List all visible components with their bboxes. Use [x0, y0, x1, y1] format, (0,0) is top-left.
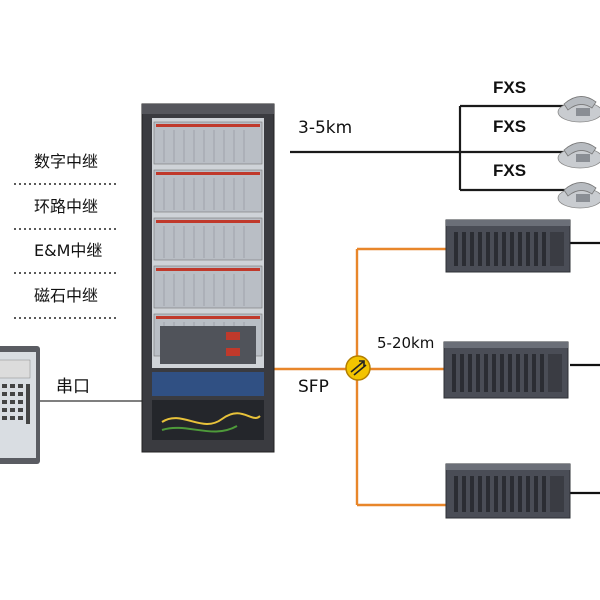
- distance-sfp-label: 5-20km: [377, 334, 435, 352]
- trunk-separators: [14, 183, 116, 319]
- access-unit-icon: [443, 341, 569, 399]
- access-unit-icon: [445, 463, 571, 519]
- output-stubs: [570, 241, 600, 495]
- access-unit-icon: [445, 219, 571, 273]
- operator-console-icon: [0, 346, 40, 464]
- sfp-label: SFP: [298, 377, 329, 397]
- fxs-label: FXS: [493, 161, 527, 180]
- telephone-icon: [557, 182, 600, 209]
- trunk-label-em: E&M中继: [34, 241, 103, 260]
- trunk-label-magneto: 磁石中继: [34, 286, 99, 305]
- trunk-label-loop: 环路中继: [34, 197, 99, 216]
- fxs-label: FXS: [493, 117, 527, 136]
- fxs-label: FXS: [493, 78, 527, 97]
- distance-fxs-label: 3-5km: [298, 118, 353, 138]
- telephone-icon: [557, 96, 600, 123]
- serial-port-label: 串口: [56, 377, 90, 397]
- trunk-label-digital: 数字中继: [34, 152, 99, 171]
- server-rack-icon: [141, 103, 275, 453]
- telephone-icon: [557, 142, 600, 169]
- splitter-icon: [345, 355, 371, 381]
- fxs-line: [290, 104, 568, 192]
